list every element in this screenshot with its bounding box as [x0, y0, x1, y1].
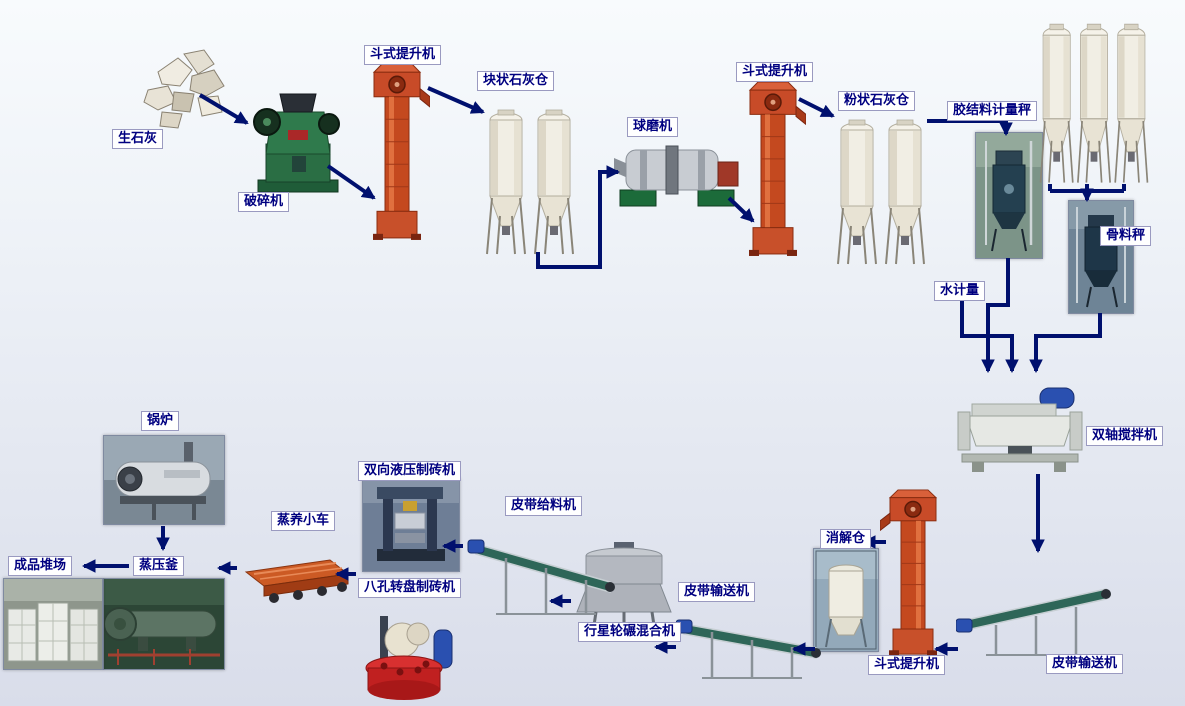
planetary-mixer-label: 行星轮碾混合机	[578, 622, 682, 642]
belt-conveyor-mid-label: 皮带输送机	[678, 582, 756, 602]
boiler-image	[103, 435, 225, 525]
aggregate-silos-image	[1039, 23, 1149, 184]
product-yard-image	[3, 578, 103, 670]
rotary-press-image	[365, 616, 453, 700]
quicklime-rocks-image	[143, 49, 225, 129]
arrow-elevator1-to-lump-silo	[427, 86, 485, 114]
arrow-aggregate-scale-to-mixer	[1029, 313, 1102, 374]
twin-shaft-mixer-label: 双轴搅拌机	[1086, 426, 1164, 446]
jaw-crusher-image	[253, 93, 340, 193]
boiler-label: 锅炉	[141, 411, 180, 431]
lump-lime-silos-image	[486, 109, 574, 255]
lump-lime-silo-label: 块状石灰仓	[477, 71, 555, 91]
steam-trolley-label: 蒸养小车	[271, 511, 336, 531]
autoclave-label: 蒸压釜	[133, 556, 185, 576]
belt-conveyor-mid-image	[676, 619, 821, 679]
crusher-label: 破碎机	[238, 192, 290, 212]
bucket-elevator-1-image	[372, 63, 430, 241]
bucket-elevator-2-image	[748, 81, 806, 257]
ball-mill-image	[614, 145, 739, 207]
bucket-elevator-3-image	[880, 489, 938, 657]
belt-conveyor-right-image	[956, 588, 1111, 656]
autoclave-image	[103, 578, 225, 670]
bucket-elevator-1-label: 斗式提升机	[364, 45, 442, 65]
quicklime-label: 生石灰	[112, 129, 164, 149]
digestion-silo-image	[813, 548, 879, 652]
aggregate-scale-image	[1068, 200, 1134, 314]
belt-feeder-label: 皮带给料机	[505, 496, 583, 516]
product-yard-label: 成品堆场	[8, 556, 73, 576]
binder-scale-label: 胶结料计量秤	[947, 101, 1038, 121]
twin-shaft-mixer-image	[957, 387, 1083, 472]
powder-lime-silo-label: 粉状石灰仓	[838, 91, 916, 111]
digestion-silo-label: 消解仓	[820, 529, 872, 549]
steam-trolley-image	[244, 559, 350, 603]
ball-mill-label: 球磨机	[627, 117, 679, 137]
hydraulic-press-label: 双向液压制砖机	[358, 461, 462, 481]
belt-feeder-image	[467, 539, 615, 615]
bucket-elevator-3-label: 斗式提升机	[868, 655, 946, 675]
rotary-press-label: 八孔转盘制砖机	[358, 578, 462, 598]
belt-conveyor-right-label: 皮带输送机	[1046, 654, 1124, 674]
arrow-binder-scale-to-mixer	[981, 258, 1010, 374]
binder-scale-image	[975, 132, 1043, 259]
hydraulic-press-image	[362, 478, 460, 572]
water-meter-label: 水计量	[934, 281, 986, 301]
arrow-water-to-mixer	[960, 301, 1019, 374]
powder-lime-silos-image	[837, 119, 925, 265]
bucket-elevator-2-label: 斗式提升机	[736, 62, 814, 82]
aggregate-scale-label: 骨料秤	[1100, 226, 1152, 246]
